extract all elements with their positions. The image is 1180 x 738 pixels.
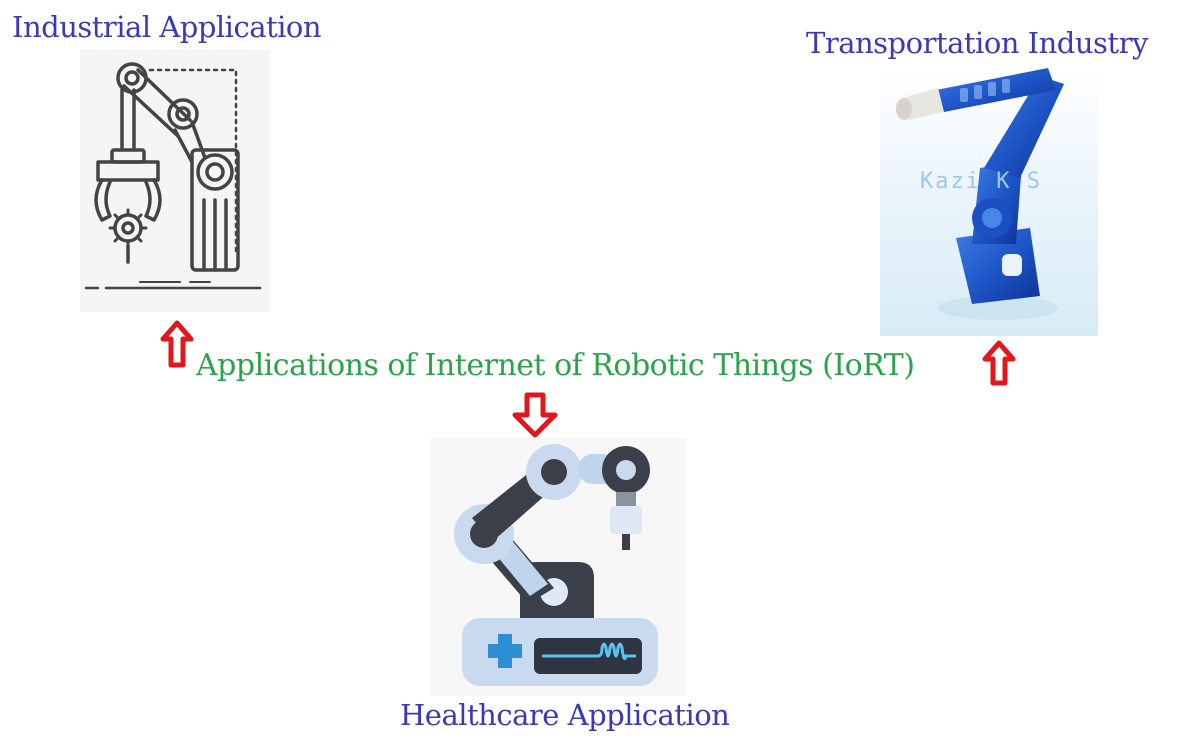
industrial-application-label: Industrial Application <box>12 10 322 44</box>
industrial-robot-icon <box>80 50 270 312</box>
healthcare-application-label: Healthcare Application <box>400 698 730 732</box>
medical-robot-arm-icon <box>430 438 686 696</box>
arrow-up-icon <box>160 320 194 368</box>
arrow-down-icon <box>512 392 558 438</box>
iort-title-label: Applications of Internet of Robotic Thin… <box>196 348 915 383</box>
arrow-up-icon <box>982 340 1016 386</box>
watermark-text: Kazi K S <box>920 169 1042 194</box>
transportation-industry-label: Transportation Industry <box>806 26 1148 60</box>
blue-robot-arm-image: Kazi K S <box>880 68 1098 336</box>
